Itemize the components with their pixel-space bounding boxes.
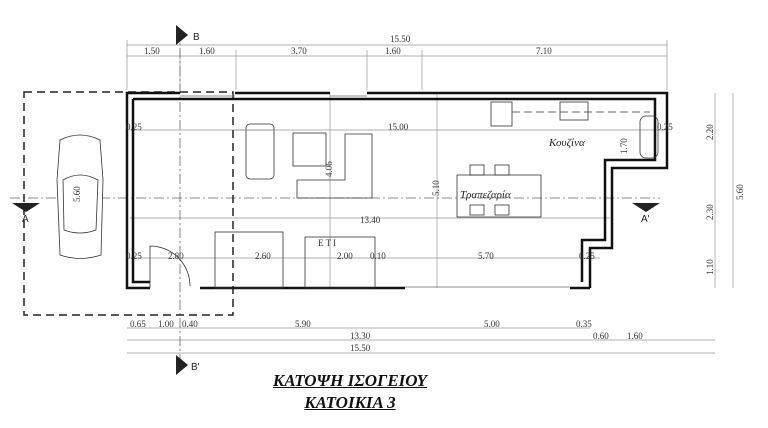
dim-top-seg: 1.50 [144, 46, 160, 56]
fridge-icon [490, 101, 513, 127]
dim-inner: 15.00 [388, 122, 409, 132]
dim-inner: 2.60 [255, 251, 271, 261]
sink-icon [639, 115, 659, 159]
car-icon [56, 134, 104, 259]
dim-bottom-seg: 0.35 [576, 319, 592, 329]
wc-icon [304, 236, 376, 289]
section-lines [10, 30, 660, 360]
dim-inner: 1.70 [619, 138, 629, 154]
coffee-table-icon [292, 132, 327, 167]
dim-inner: 2.80 [168, 251, 184, 261]
dim-right-total: 5.60 [735, 184, 745, 200]
dim-inner: 0.10 [370, 251, 386, 261]
dim-top-seg: 1.60 [385, 46, 401, 56]
plan-title: ΚΑΤΟΨΗ ΙΣΟΓΕΙΟΥ [272, 371, 428, 390]
kitchen-label: Κουζίνα [548, 137, 585, 149]
dim-top-seg: 1.60 [199, 46, 215, 56]
dim-inner: 2.00 [337, 251, 353, 261]
dim-inner: 0.25 [657, 122, 673, 132]
dim-right-seg: 1.10 [705, 259, 715, 275]
dim-bottom-seg: 5.90 [295, 319, 311, 329]
section-a-label: A [22, 214, 29, 225]
section-markers: B B' A A' [12, 25, 660, 375]
dimensions: 15.50 1.50 1.60 3.70 1.60 7.10 0.65 1.00… [72, 34, 745, 353]
windows [180, 95, 570, 288]
dim-bottom-seg: 5.00 [484, 319, 500, 329]
dim-inner: 0.25 [126, 122, 142, 132]
dim-right-seg: 2.30 [705, 204, 715, 220]
room-labels: Κουζίνα Τραπεζαρία E T I [318, 137, 585, 248]
plan-subtitle: ΚΑΤΟΙΚΙΑ 3 [304, 393, 396, 412]
dim-bottom-mid: 13.30 [350, 331, 371, 341]
dim-bottom-seg: 1.00 [158, 319, 174, 329]
section-b-label: B [193, 32, 200, 43]
section-b-prime-label: B' [191, 362, 200, 373]
furniture [149, 101, 659, 289]
dim-top-seg: 7.10 [536, 46, 552, 56]
dim-inner: 0.25 [126, 251, 142, 261]
armchair-icon [245, 123, 275, 180]
dim-bottom-right: 0.60 [593, 331, 609, 341]
dim-right-seg: 2.20 [705, 124, 715, 140]
dim-top-total: 15.50 [390, 34, 411, 44]
dim-inner: 5.70 [478, 251, 494, 261]
stove-icon [559, 101, 589, 121]
section-a-prime-label: A' [641, 214, 650, 225]
wc-label: E T I [318, 238, 336, 248]
dim-inner: 5.10 [431, 180, 441, 196]
dim-bottom-total: 15.50 [350, 343, 371, 353]
door-icon [149, 245, 191, 288]
dim-inner: 4.06 [324, 161, 334, 177]
dining-label: Τραπεζαρία [460, 189, 511, 201]
dim-bottom-right: 1.60 [627, 331, 643, 341]
dim-top-seg: 3.70 [291, 46, 307, 56]
dim-inner: 5.60 [72, 186, 82, 202]
stairs-icon [214, 231, 284, 289]
dimension-lines [126, 40, 734, 354]
dim-inner: 13.40 [360, 215, 381, 225]
sofa-icon [296, 133, 373, 199]
dim-bottom-seg: 0.65 [130, 319, 146, 329]
dim-inner: 0.25 [579, 251, 595, 261]
dim-bottom-seg: 0.40 [182, 319, 198, 329]
